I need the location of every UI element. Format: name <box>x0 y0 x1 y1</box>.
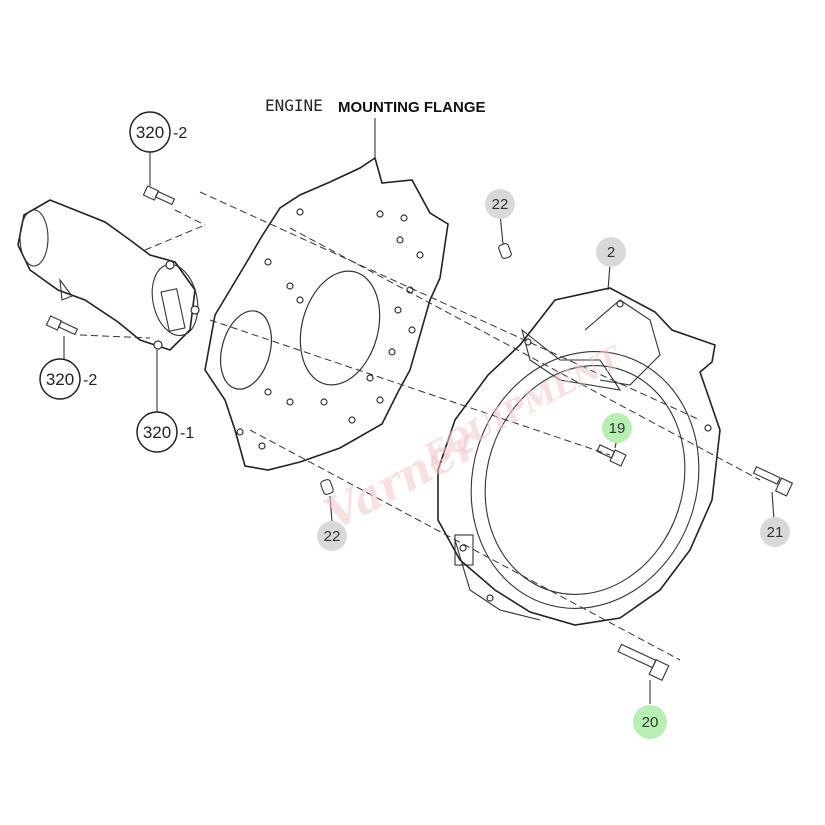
callout-22-top-label: 22 <box>492 196 509 213</box>
flange-bolt-holes <box>236 208 424 450</box>
callout-22-top: 22 <box>485 189 515 219</box>
callout-320-2-mid: 320 -2 <box>39 358 97 400</box>
starter-motor <box>17 199 200 351</box>
callout-22-bottom-label: 22 <box>324 528 341 545</box>
callout-320-2-top-suffix: -2 <box>173 125 187 142</box>
callout-320-1-suffix: -1 <box>180 425 194 442</box>
assembly-lines <box>79 191 761 661</box>
callout-21-label: 21 <box>767 524 784 541</box>
callout-2-label: 2 <box>607 244 615 261</box>
callout-22-bottom: 22 <box>317 521 347 551</box>
dowel-pin-bottom <box>320 479 334 495</box>
bolt-19 <box>596 444 627 467</box>
callout-320-2-top: 320 -2 <box>129 111 187 153</box>
flange-large-bore <box>299 270 381 386</box>
callout-320-2-mid-number: 320 <box>46 370 74 389</box>
housing-inner-ring <box>470 351 700 609</box>
flywheel-housing <box>437 287 721 626</box>
callout-320-1: 320 -1 <box>136 411 194 453</box>
mounting-flange-plate <box>204 156 449 471</box>
callout-20-label: 20 <box>642 714 659 731</box>
bolt-320-2-bottom <box>45 315 79 336</box>
callout-19: 19 <box>602 413 632 443</box>
flange-starter-bore <box>220 310 272 390</box>
callout-320-1-number: 320 <box>143 423 171 442</box>
bolt-21 <box>752 466 794 497</box>
callout-20: 20 <box>633 705 667 739</box>
bolt-320-2-top <box>142 185 176 206</box>
dowel-pin-top <box>498 243 512 259</box>
callout-2: 2 <box>596 237 626 267</box>
engine-label: ENGINE <box>265 96 323 115</box>
callout-21: 21 <box>760 517 790 547</box>
bolt-20 <box>617 643 670 681</box>
callout-320-2-mid-suffix: -2 <box>83 372 97 389</box>
watermark-logo: Varner EQUIPMENT <box>316 339 630 541</box>
mounting-flange-label: MOUNTING FLANGE <box>338 99 486 116</box>
leader-lines <box>63 118 775 704</box>
callout-320-2-top-number: 320 <box>136 123 164 142</box>
callout-19-label: 19 <box>609 420 626 437</box>
watermark-right-text: EQUIPMENT <box>418 339 630 474</box>
